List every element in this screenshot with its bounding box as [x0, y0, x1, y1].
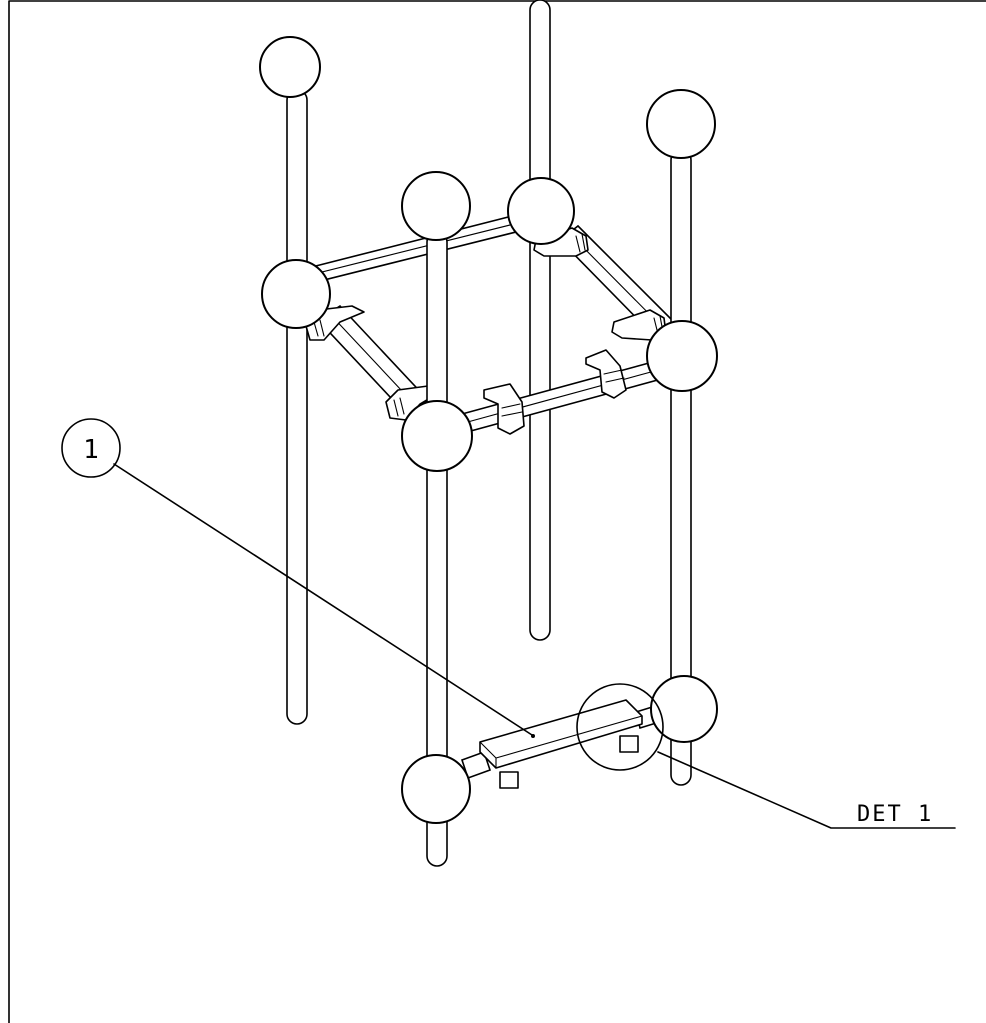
platform-support-left — [499, 771, 519, 789]
detail-leader — [657, 751, 956, 829]
ball-top-front-right — [646, 89, 716, 159]
ball-joint-front-left — [401, 400, 473, 472]
rear-rod-left — [286, 89, 308, 725]
detail-circle — [576, 683, 664, 771]
ball-joint-rear-center — [507, 177, 575, 245]
platform — [479, 699, 643, 769]
ball-joint-rear-left — [261, 259, 331, 329]
ball-top-rear-left — [259, 36, 321, 98]
ball-lower-left — [401, 754, 471, 824]
item-balloon-number: 1 — [83, 435, 99, 465]
item-balloon — [61, 418, 533, 736]
rear-rod-center — [529, 0, 551, 641]
detail-label: DET 1 — [857, 802, 933, 827]
clamp-back-right — [533, 227, 589, 257]
sheet-border — [8, 0, 986, 1023]
clamp-front-center — [483, 383, 525, 435]
clamp-front-right — [585, 349, 627, 399]
platform-support-right — [619, 735, 639, 753]
ball-joint-front-right — [646, 320, 718, 392]
ball-lower-right — [650, 675, 718, 743]
ball-top-front-left — [401, 171, 471, 241]
